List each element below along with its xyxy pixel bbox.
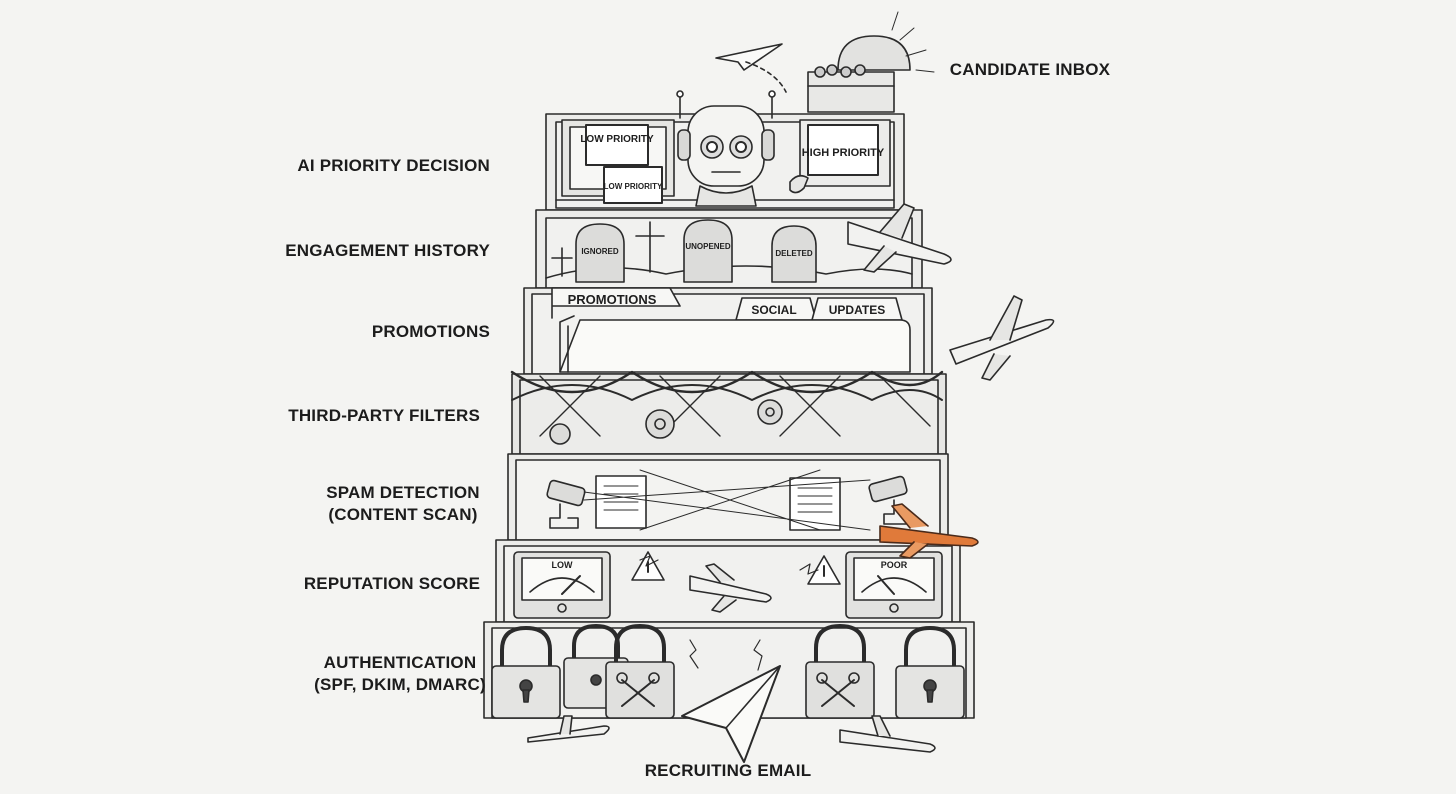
label-spam-detection-main: SPAM DETECTION [326,483,480,502]
airplane-icon [949,295,1055,381]
label-engagement-history: ENGAGEMENT HISTORY [285,241,490,260]
level-engagement-history: IGNORED UNOPENED DELETED [535,209,923,289]
tombstone-text-ignored: IGNORED [581,247,619,256]
level-authentication [483,621,975,719]
gauge-low: LOW [513,551,611,619]
label-promotions: PROMOTIONS [371,322,490,341]
label-authentication: AUTHENTICATION (SPF, DKIM, DMARC) [300,652,500,696]
gauge-text-low: LOW [552,560,573,570]
airplane-burning-icon [879,503,979,559]
folder-tab-promotions: PROMOTIONS [551,287,681,319]
tombstone-text-unopened: UNOPENED [685,242,731,251]
level-spam-detection [507,453,949,541]
label-authentication-main: AUTHENTICATION [323,653,477,672]
airplane-icon [527,715,610,743]
low-priority-text-2: LOW PRIORITY [604,182,663,191]
folder-tab-text-social: SOCIAL [751,303,796,317]
high-priority-text: HIGH PRIORITY [802,147,885,159]
label-reputation-score: REPUTATION SCORE [303,574,481,593]
low-priority-text-1: LOW PRIORITY [580,134,654,145]
high-priority-card: HIGH PRIORITY [799,119,891,187]
scan-beams [583,469,871,531]
tombstone-unopened: UNOPENED [683,219,733,283]
lock-icon [805,624,875,719]
label-recruiting-email: RECRUITING EMAIL [644,761,812,780]
key-icon [621,679,655,707]
level-ai-priority: LOW PRIORITY LOW PRIORITY HIGH PRIORITY [545,90,905,211]
label-authentication-sub: (SPF, DKIM, DMARC) [314,675,486,694]
label-spam-detection-sub: (CONTENT SCAN) [328,505,478,524]
paper-plane-icon [681,665,781,763]
camera-icon-left [546,479,586,529]
key-icon [821,679,855,707]
label-spam-detection: SPAM DETECTION (CONTENT SCAN) [300,482,506,526]
folder-icon [559,319,911,373]
gear-icon [549,399,783,445]
level-third-party-filters [510,370,947,455]
folder-tab-text-updates: UPDATES [829,303,885,317]
folder-tab-updates: UPDATES [811,297,903,321]
label-third-party-filters: THIRD-PARTY FILTERS [288,406,480,425]
airplane-icon [847,203,952,273]
paper-plane-small-icon [715,43,787,93]
tombstone-ignored: IGNORED [575,223,625,283]
level-promotions: PROMOTIONS SOCIAL UPDATES [523,287,933,375]
net-rope [510,370,944,394]
folder-tab-social: SOCIAL [735,297,817,321]
gauge-poor: POOR [845,551,943,619]
low-priority-card-small: LOW PRIORITY [603,166,663,204]
tombstone-text-deleted: DELETED [775,249,813,258]
robot-icon [676,90,809,207]
cross-icon [551,221,665,277]
treasure-chest-icon [807,11,935,113]
airplane-icon [839,715,936,753]
lock-icon [605,624,675,719]
folder-tab-text-promotions: PROMOTIONS [568,292,657,307]
tombstone-deleted: DELETED [771,225,817,283]
airplane-icon [689,563,772,613]
label-ai-priority-decision: AI PRIORITY DECISION [297,156,490,175]
gauge-text-poor: POOR [881,560,908,570]
lock-icon [895,626,965,719]
lock-icon [491,626,561,719]
label-candidate-inbox: CANDIDATE INBOX [949,60,1111,79]
level-reputation-score: LOW POOR [495,539,961,623]
